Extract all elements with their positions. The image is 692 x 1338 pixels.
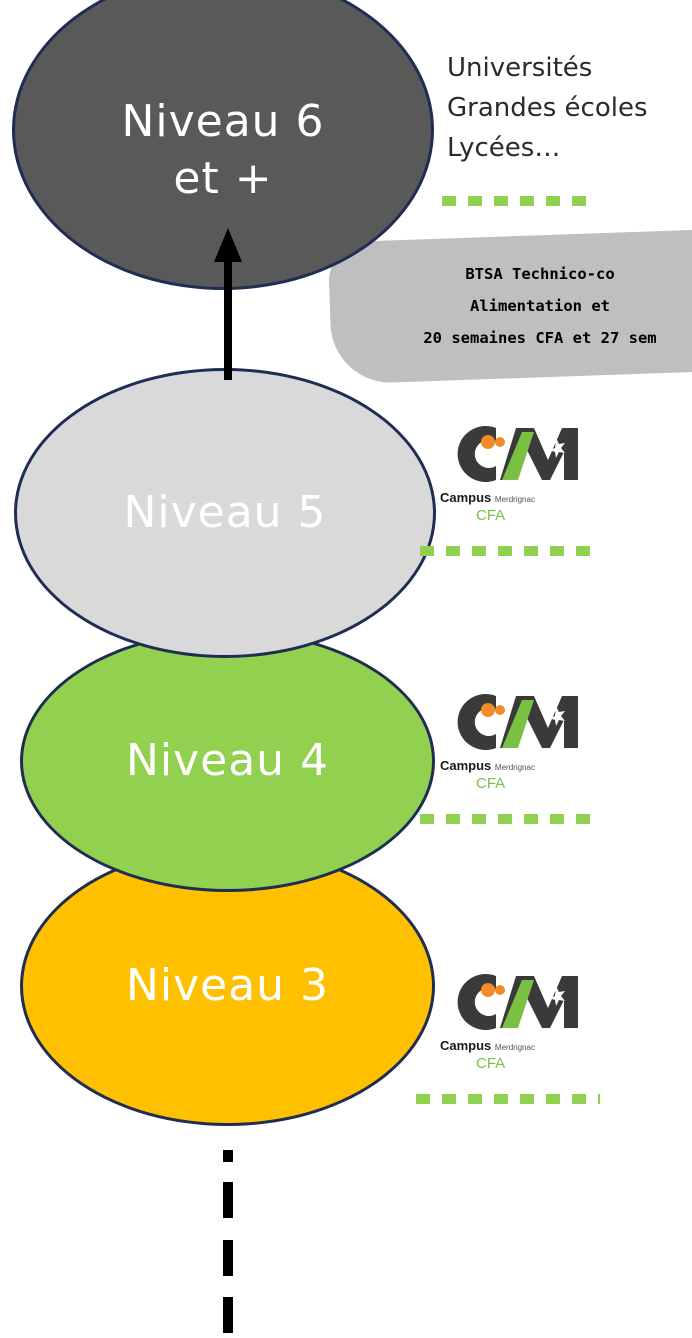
logo-brand: Campus Merdrignac (440, 490, 535, 505)
level-5-ellipse: Niveau 5 (14, 368, 436, 658)
cm-logo-icon (457, 426, 578, 482)
level-5-label: Niveau 5 (123, 487, 327, 539)
dashed-line-segment (223, 1182, 233, 1218)
cm-logo-icon (457, 974, 578, 1030)
logo-brand: Campus Merdrignac (440, 758, 535, 773)
progression-arrow-shaft (224, 255, 232, 380)
dotted-separator-level-6 (442, 196, 598, 206)
destination-grandes-ecoles: Grandes écoles (447, 93, 648, 123)
campus-merdrignac-logo-level-5: Campus Merdrignac CFA (438, 418, 598, 528)
btsa-note: BTSA Technico-co Alimentation et 20 sema… (340, 258, 692, 354)
level-4-label: Niveau 4 (125, 735, 330, 787)
dashed-line-segment (223, 1150, 233, 1162)
level-6-suffix: et + (173, 153, 273, 204)
progression-arrow-head (214, 228, 242, 262)
dotted-separator-level-3 (416, 1094, 600, 1104)
campus-merdrignac-logo-level-3: Campus Merdrignac CFA (438, 966, 598, 1076)
logo-cfa: CFA (476, 507, 506, 524)
level-6-label: Niveau 6 (121, 95, 325, 147)
destination-universites: Universités (447, 53, 593, 83)
level-3-label: Niveau 3 (125, 960, 330, 1012)
level-3-ellipse: Niveau 3 (20, 846, 435, 1126)
dashed-line-segment (223, 1297, 233, 1333)
dotted-separator-level-4 (420, 814, 600, 824)
btsa-line-1: BTSA Technico-co (465, 265, 615, 283)
btsa-line-2: Alimentation et (470, 297, 610, 315)
logo-brand: Campus Merdrignac (440, 1038, 535, 1053)
level-4-ellipse: Niveau 4 (20, 630, 435, 892)
btsa-line-3: 20 semaines CFA et 27 sem (423, 329, 657, 347)
destination-lycees: Lycées… (447, 133, 561, 163)
logo-cfa: CFA (476, 775, 506, 792)
campus-merdrignac-logo-level-4: Campus Merdrignac CFA (438, 686, 598, 796)
level-6-destinations: Universités Grandes écoles Lycées… (447, 48, 648, 168)
dashed-line-segment (223, 1240, 233, 1276)
cm-logo-icon (457, 694, 578, 750)
dotted-separator-level-5 (420, 546, 590, 556)
logo-cfa: CFA (476, 1055, 506, 1072)
